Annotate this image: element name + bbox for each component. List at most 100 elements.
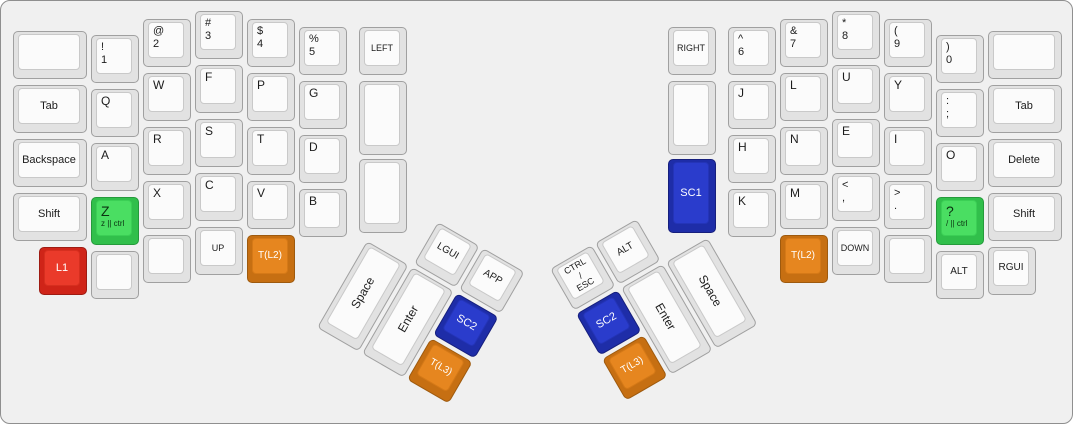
key-f[interactable]: F xyxy=(195,65,243,113)
key-label: Space xyxy=(348,274,378,312)
key-m[interactable]: M xyxy=(780,181,828,229)
key-g[interactable]: G xyxy=(299,81,347,129)
key-label: Space xyxy=(695,272,725,310)
keycap-top: ?/ || ctrl xyxy=(941,200,977,236)
key-toggle-l2-left[interactable]: T(L2) xyxy=(247,235,295,283)
key-label: SC2 xyxy=(454,311,479,333)
key-label: # 3 xyxy=(205,17,212,42)
key-d[interactable]: D xyxy=(299,135,347,183)
key-p[interactable]: P xyxy=(247,73,295,121)
key-o[interactable]: O xyxy=(936,143,984,191)
key-num-4[interactable]: $ 4 xyxy=(247,19,295,67)
keycap-top: V xyxy=(252,184,288,220)
key-blank-bottom-3[interactable] xyxy=(884,235,932,283)
key-tab-left[interactable]: Tab xyxy=(13,85,87,133)
key-shift-left[interactable]: Shift xyxy=(13,193,87,241)
keycap-top: < , xyxy=(837,176,873,212)
key-c[interactable]: C xyxy=(195,173,243,221)
key-t[interactable]: T xyxy=(247,127,295,175)
key-num-5[interactable]: % 5 xyxy=(299,27,347,75)
key-blank-bottom-1[interactable] xyxy=(91,251,139,299)
key-blank-inner-top-left[interactable] xyxy=(359,81,407,155)
key-arrow-left[interactable]: LEFT xyxy=(359,27,407,75)
keycap-top: Shift xyxy=(993,196,1055,232)
keycap-top: G xyxy=(304,84,340,120)
keycap-top: F xyxy=(200,68,236,104)
key-blank-inner-top-right[interactable] xyxy=(668,81,716,155)
keycap-top: W xyxy=(148,76,184,112)
key-alt-right[interactable]: ALT xyxy=(936,251,984,299)
key-j[interactable]: J xyxy=(728,81,776,129)
key-l[interactable]: L xyxy=(780,73,828,121)
key-semicolon[interactable]: : ; xyxy=(936,89,984,137)
key-sc1[interactable]: SC1 xyxy=(668,159,716,233)
key-b[interactable]: B xyxy=(299,189,347,237)
key-num-3[interactable]: # 3 xyxy=(195,11,243,59)
key-k[interactable]: K xyxy=(728,189,776,237)
key-a[interactable]: A xyxy=(91,143,139,191)
keycap-top: Tab xyxy=(993,88,1055,124)
keycap-top: T xyxy=(252,130,288,166)
key-comma[interactable]: < , xyxy=(832,173,880,221)
key-blank-inner-bottom-left[interactable] xyxy=(359,159,407,233)
key-toggle-l2-right[interactable]: T(L2) xyxy=(780,235,828,283)
keycap-top: L1 xyxy=(44,250,80,286)
key-label: F xyxy=(205,70,213,84)
key-x[interactable]: X xyxy=(143,181,191,229)
key-e[interactable]: E xyxy=(832,119,880,167)
key-num-1[interactable]: ! 1 xyxy=(91,35,139,83)
key-label: Shift xyxy=(1012,207,1035,220)
keycap-top: APP xyxy=(467,253,518,303)
key-rgui[interactable]: RGUI xyxy=(988,247,1036,295)
keycap-top xyxy=(364,84,400,146)
key-blank-top-right[interactable] xyxy=(988,31,1062,79)
keycap-top: Shift xyxy=(18,196,80,232)
keycap-top: O xyxy=(941,146,977,182)
keycap-top: DOWN xyxy=(837,230,873,266)
keycap-top: X xyxy=(148,184,184,220)
key-num-9[interactable]: ( 9 xyxy=(884,19,932,67)
keycap-top: RIGHT xyxy=(673,30,709,66)
keycap-top xyxy=(673,84,709,146)
key-num-8[interactable]: * 8 xyxy=(832,11,880,59)
key-backspace[interactable]: Backspace xyxy=(13,139,87,187)
key-r[interactable]: R xyxy=(143,127,191,175)
key-label: G xyxy=(309,86,319,100)
key-period[interactable]: > . xyxy=(884,181,932,229)
key-question-ctrl[interactable]: ?/ || ctrl xyxy=(936,197,984,245)
key-n[interactable]: N xyxy=(780,127,828,175)
key-i[interactable]: I xyxy=(884,127,932,175)
key-h[interactable]: H xyxy=(728,135,776,183)
key-label: RGUI xyxy=(998,262,1024,274)
key-v[interactable]: V xyxy=(247,181,295,229)
key-q[interactable]: Q xyxy=(91,89,139,137)
key-blank-top-left[interactable] xyxy=(13,31,87,79)
key-layer-l1[interactable]: L1 xyxy=(39,247,87,295)
key-blank-bottom-2[interactable] xyxy=(143,235,191,283)
key-u[interactable]: U xyxy=(832,65,880,113)
key-tab-right[interactable]: Tab xyxy=(988,85,1062,133)
key-num-0[interactable]: ) 0 xyxy=(936,35,984,83)
key-shift-right[interactable]: Shift xyxy=(988,193,1062,241)
key-arrow-right[interactable]: RIGHT xyxy=(668,27,716,75)
keycap-top: T(L2) xyxy=(785,238,821,274)
key-sublabel: z || ctrl xyxy=(101,219,125,229)
key-s[interactable]: S xyxy=(195,119,243,167)
key-label: Enter xyxy=(651,300,679,333)
key-y[interactable]: Y xyxy=(884,73,932,121)
keycap-top: Y xyxy=(889,76,925,112)
key-arrow-up[interactable]: UP xyxy=(195,227,243,275)
keycap-top: T(L2) xyxy=(252,238,288,274)
keycap-top: B xyxy=(304,192,340,228)
keycap-top: M xyxy=(785,184,821,220)
key-label: RIGHT xyxy=(677,42,705,53)
key-arrow-down[interactable]: DOWN xyxy=(832,227,880,275)
key-w[interactable]: W xyxy=(143,73,191,121)
key-delete[interactable]: Delete xyxy=(988,139,1062,187)
keycap-top: U xyxy=(837,68,873,104)
key-num-6[interactable]: ^ 6 xyxy=(728,27,776,75)
key-num-7[interactable]: & 7 xyxy=(780,19,828,67)
key-num-2[interactable]: @ 2 xyxy=(143,19,191,67)
key-label: H xyxy=(738,140,747,154)
